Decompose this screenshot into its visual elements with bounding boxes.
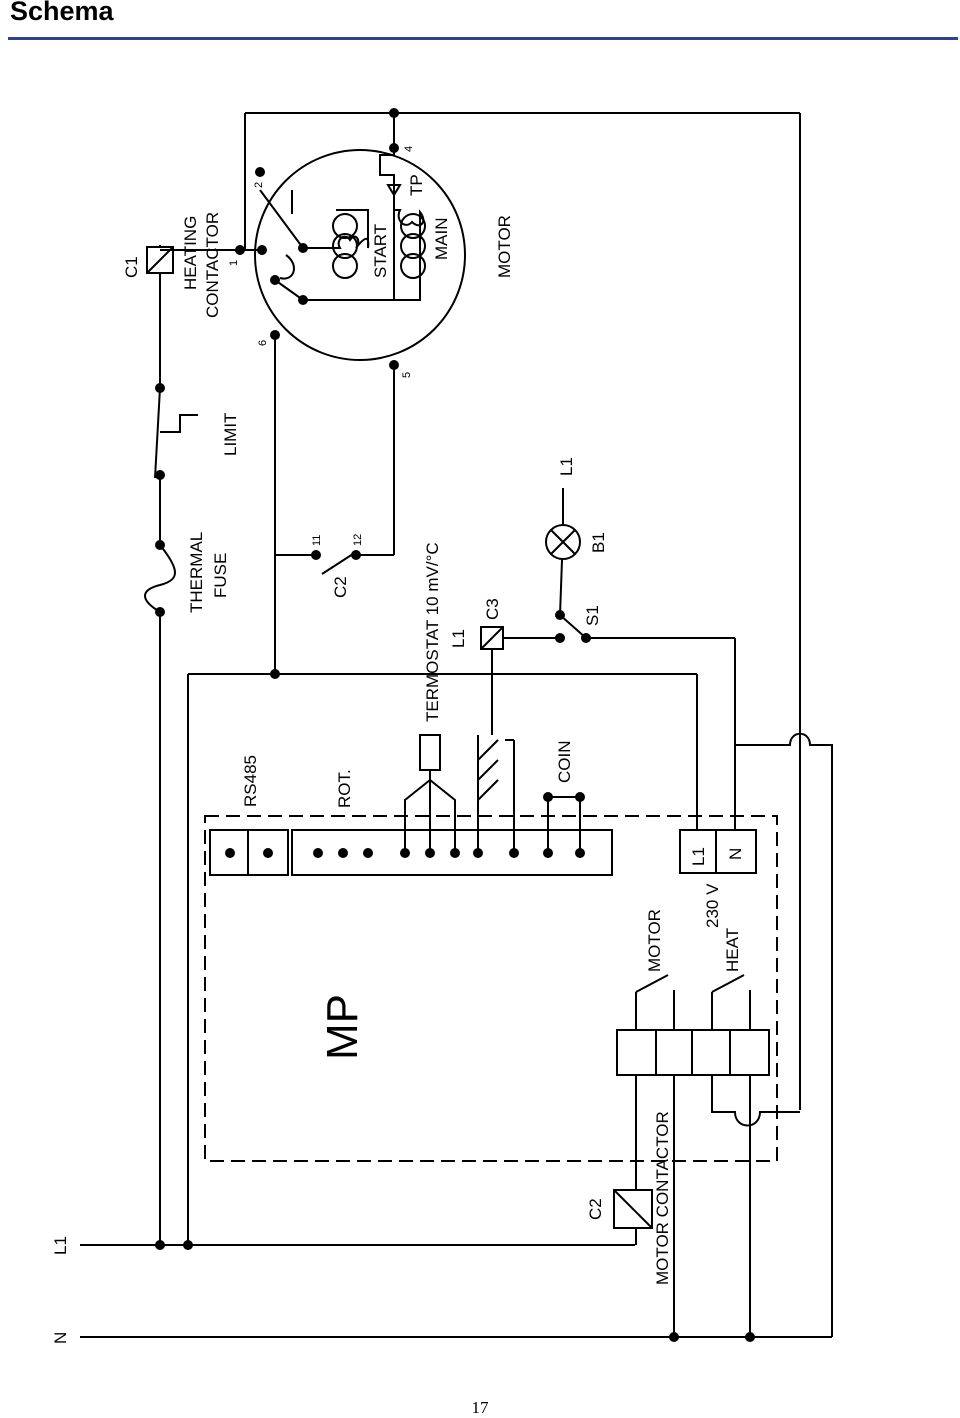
start-winding [304,209,370,249]
label-terminal-6: 6 [257,340,269,346]
power-terminals [679,829,757,874]
label-b1: B1 [589,532,608,553]
label-thermal: THERMAL [187,532,206,613]
title-rule [8,37,958,40]
label-fuse: FUSE [211,553,230,598]
label-c2-coil: C2 [586,1198,605,1220]
label-limit: LIMIT [221,413,240,456]
label-motor-contactor: MOTOR CONTACTOR [653,1111,672,1285]
mp-controller-box [204,815,778,1162]
label-rs485: RS485 [241,755,260,807]
label-terminal-4: 4 [403,146,415,152]
label-relay-heat: HEAT [723,928,742,972]
label-relay-motor: MOTOR [645,909,664,972]
label-contactor: CONTACTOR [203,212,222,318]
label-rail-l1: L1 [51,1236,70,1255]
label-l1-lamp: L1 [557,457,576,476]
main-winding [304,209,425,301]
io-connector [291,829,613,876]
label-c2-switch: C2 [331,576,350,598]
label-coin: COIN [555,741,574,784]
c2-switch-blade [321,551,357,575]
label-tp: TP [407,174,426,196]
page-number: 17 [471,1398,489,1417]
label-heating: HEATING [181,216,200,290]
motor-circle [254,149,466,361]
label-motor: MOTOR [495,215,514,278]
label-thermostat: TERMOSTAT 10 mV/°C [423,542,442,722]
s1-switch-blade [559,614,587,639]
c2-coil [613,1189,653,1229]
label-terminal-l1: L1 [689,847,708,866]
thermal-fuse [144,544,176,613]
label-rot: ROT. [335,769,354,808]
limit-actuator [160,414,198,433]
label-terminal-1: 1 [228,260,240,266]
label-s1: S1 [583,605,602,626]
label-terminal-n: N [726,848,745,860]
label-terminal-11: 11 [311,535,323,546]
label-c3: C3 [483,598,502,620]
thermostat-sensor [419,734,441,771]
label-terminal-5: 5 [401,372,413,378]
label-rail-n: N [51,1332,70,1344]
page-title: Schema [10,0,114,26]
label-mp: MP [318,994,367,1060]
heat-relay-blade [711,974,745,993]
label-230v: 230 V [703,883,722,928]
label-terminal-2: 2 [253,182,265,188]
limit-switch-blade [154,387,161,479]
label-main: MAIN [432,218,451,261]
label-l1-c3: L1 [449,629,468,648]
label-c1: C1 [122,256,141,278]
label-start: START [371,224,390,278]
label-terminal-12: 12 [352,534,364,546]
motor-relay-blade [635,974,669,993]
